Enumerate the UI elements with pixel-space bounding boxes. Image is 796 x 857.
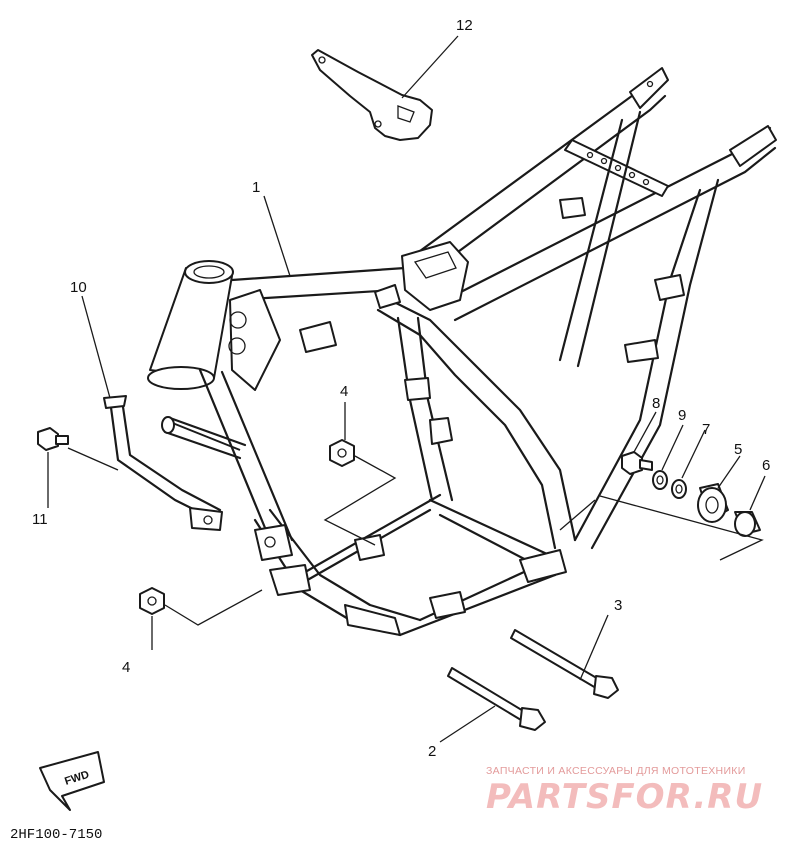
callout-8: 8 — [652, 395, 660, 412]
callout-7: 7 — [702, 421, 710, 438]
watermark-caption: ЗАПЧАСТИ И АКСЕССУАРЫ ДЛЯ МОТОТЕХНИКИ — [486, 765, 746, 777]
main-frame-1 — [147, 67, 777, 637]
callout-1: 1 — [252, 179, 260, 196]
nut-4-lower — [139, 587, 165, 615]
callout-9: 9 — [678, 407, 686, 424]
callout-11: 11 — [32, 511, 48, 528]
watermark-brand: PARTSFOR.RU — [486, 777, 763, 817]
bushing-5 — [697, 483, 729, 523]
bolt-11 — [37, 427, 69, 451]
callout-5: 5 — [734, 441, 742, 458]
bracket-plate-12 — [311, 49, 433, 141]
collar-6 — [734, 511, 761, 537]
washer-7 — [671, 479, 687, 499]
callout-12: 12 — [456, 17, 473, 34]
callout-10: 10 — [70, 279, 87, 296]
side-bar-10 — [103, 395, 223, 531]
callout-4-lower: 4 — [122, 659, 130, 676]
callout-4-upper: 4 — [340, 383, 348, 400]
nut-4-upper — [329, 439, 355, 467]
leader-lines — [47, 35, 766, 743]
callout-6: 6 — [762, 457, 770, 474]
washer-9 — [652, 470, 668, 490]
callout-labels: 1 2 3 4 4 5 6 7 8 9 10 11 12 — [32, 17, 770, 760]
bolt-3 — [510, 629, 619, 699]
callout-3: 3 — [614, 597, 622, 614]
watermark: ЗАПЧАСТИ И АКСЕССУАРЫ ДЛЯ МОТОТЕХНИКИ PA… — [486, 765, 763, 817]
bolt-8 — [621, 451, 653, 475]
diagram-code: 2HF100-7150 — [10, 827, 102, 843]
bolt-2 — [447, 667, 546, 731]
callout-2: 2 — [428, 743, 436, 760]
fwd-arrow-icon: FWD — [39, 751, 105, 811]
